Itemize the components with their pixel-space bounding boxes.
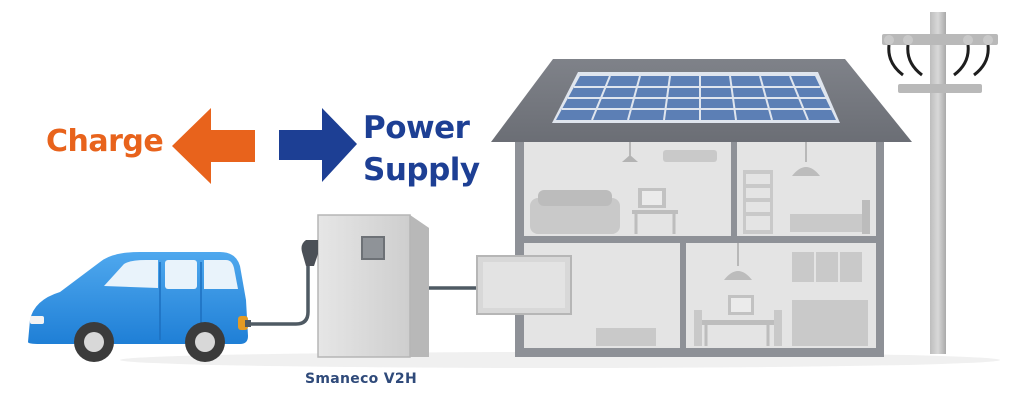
utility-pole — [882, 12, 998, 354]
power-conditioner — [476, 255, 572, 315]
v2h-unit — [301, 214, 429, 358]
supply-arrow-icon — [279, 108, 357, 182]
power-supply-label: Power Supply — [363, 107, 480, 191]
electric-car — [28, 252, 251, 362]
solar-panel-icon — [552, 72, 840, 123]
house — [491, 59, 912, 357]
v2h-unit-label: Smaneco V2H — [305, 371, 417, 387]
charge-label: Charge — [46, 124, 164, 159]
charge-arrow-icon — [172, 108, 255, 184]
power-supply-line-2: Supply — [363, 152, 480, 188]
power-supply-line-1: Power — [363, 110, 470, 146]
power-cable — [244, 265, 479, 326]
